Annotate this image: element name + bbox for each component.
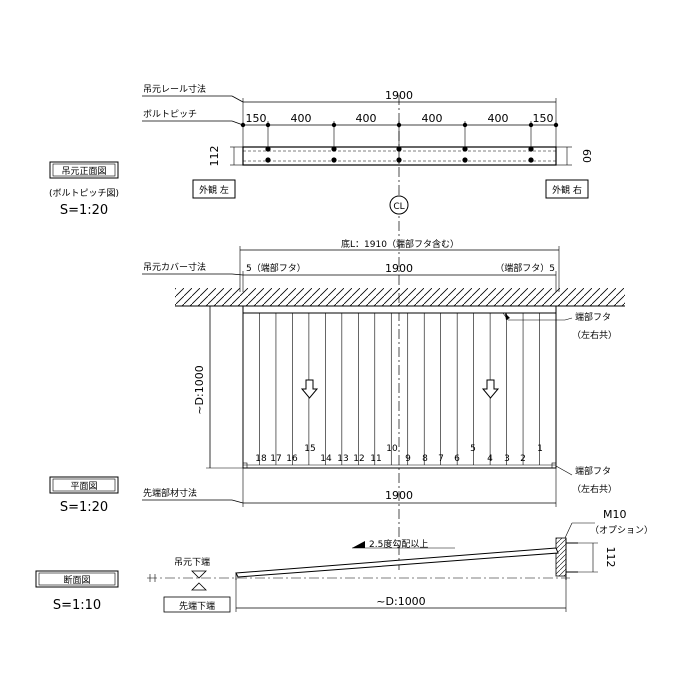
level-marker-up-icon <box>191 582 207 591</box>
pitch-0: 150 <box>246 112 267 125</box>
pitch-3: 400 <box>422 112 443 125</box>
section-height-dim: 112 <box>604 547 617 568</box>
front-view-scale: S=1:20 <box>60 203 108 218</box>
centerline-label: CL <box>393 202 404 212</box>
slat-number: 15 <box>304 444 315 454</box>
root-bottom-label: 吊元下端 <box>174 556 210 568</box>
endcap-top-sub: （左右共） <box>572 329 617 341</box>
rail-height-dim: 112 <box>208 146 221 167</box>
front-view-title: 吊元正面図 <box>61 166 106 177</box>
slat-numbers: 18 17 16 15 14 13 12 11 10 9 8 7 6 5 4 3… <box>255 444 543 464</box>
plan-view-scale: S=1:20 <box>60 500 108 515</box>
endcap-bottom-sub: （左右共） <box>572 483 617 495</box>
tip-dim-label: 先端部材寸法 <box>143 487 197 499</box>
slat-number: 11 <box>370 454 381 464</box>
slat-number: 1 <box>537 444 543 454</box>
slat-number: 9 <box>405 454 411 464</box>
tip-bottom-label: 先端下端 <box>179 600 215 612</box>
five-left: 5（端部フタ） <box>246 262 306 274</box>
slat-number: 14 <box>320 454 332 464</box>
section-view-title: 断面図 <box>63 574 90 586</box>
plan-view-section: 底L：1910（端部フタ含む） 吊元カバー寸法 5（端部フタ） （端部フタ）5 … <box>49 238 625 515</box>
down-arrow-icon <box>300 379 319 399</box>
slat-area <box>242 312 557 469</box>
pitch-1: 400 <box>291 112 312 125</box>
rail-dim-label: 吊元レール寸法 <box>143 83 206 95</box>
front-view-subtitle: (ボルトピッチ図) <box>49 188 119 199</box>
slat-number: 10 <box>386 444 398 454</box>
bottom-length-dim: 底L：1910（端部フタ含む） <box>341 238 459 250</box>
plan-view-title: 平面図 <box>70 481 97 492</box>
level-marker-down-icon <box>191 570 207 579</box>
cover-total-dim: 1900 <box>385 262 413 275</box>
bolt-holes <box>265 146 534 163</box>
cover-rail <box>242 305 557 314</box>
slat-number: 4 <box>487 454 493 464</box>
section-view-section: 2.5度勾配以上 M10 （オプション） 112 吊元下端 先端下端 <box>35 508 653 613</box>
cover-dim-label: 吊元カバー寸法 <box>143 261 206 273</box>
bolt-pitch-label: ボルトピッチ <box>143 109 197 120</box>
section-view-scale: S=1:10 <box>53 598 101 613</box>
slat-number: 16 <box>286 454 298 464</box>
pitch-2: 400 <box>356 112 377 125</box>
sloped-canopy <box>235 547 559 578</box>
slat-number: 5 <box>470 444 476 454</box>
endcap-top-label: 端部フタ <box>575 311 611 323</box>
slat-number: 18 <box>255 454 267 464</box>
slat-dividers <box>259 313 540 465</box>
hanging-bracket <box>555 537 567 577</box>
slat-number: 8 <box>422 454 428 464</box>
section-depth-dim: ~D:1000 <box>376 595 425 608</box>
front-view-section: 吊元レール寸法 ボルトピッチ 1900 150 400 400 400 4 <box>49 83 593 570</box>
slat-number: 3 <box>504 454 510 464</box>
m10-label: M10 <box>603 508 627 521</box>
slope-label: 2.5度勾配以上 <box>369 538 428 550</box>
view-left-label: 外観 左 <box>199 184 229 196</box>
slat-number: 13 <box>337 454 348 464</box>
rail-side-dim: 60 <box>580 149 593 163</box>
slat-number: 6 <box>454 454 460 464</box>
endcap-bottom-label: 端部フタ <box>575 465 611 477</box>
five-right: （端部フタ）5 <box>495 262 555 274</box>
slat-number: 2 <box>520 454 526 464</box>
down-arrow-icon <box>481 379 500 399</box>
option-label: （オプション） <box>590 525 653 536</box>
view-right-label: 外観 右 <box>552 184 582 196</box>
centerline-symbol <box>389 195 409 215</box>
tip-total-dim: 1900 <box>385 489 413 502</box>
ceiling-hatch <box>175 288 625 306</box>
slat-number: 12 <box>353 454 364 464</box>
slat-number: 17 <box>270 454 281 464</box>
pitch-5: 150 <box>533 112 554 125</box>
pitch-4: 400 <box>488 112 509 125</box>
plan-depth-dim: ~D:1000 <box>193 365 206 414</box>
slat-number: 7 <box>438 454 444 464</box>
